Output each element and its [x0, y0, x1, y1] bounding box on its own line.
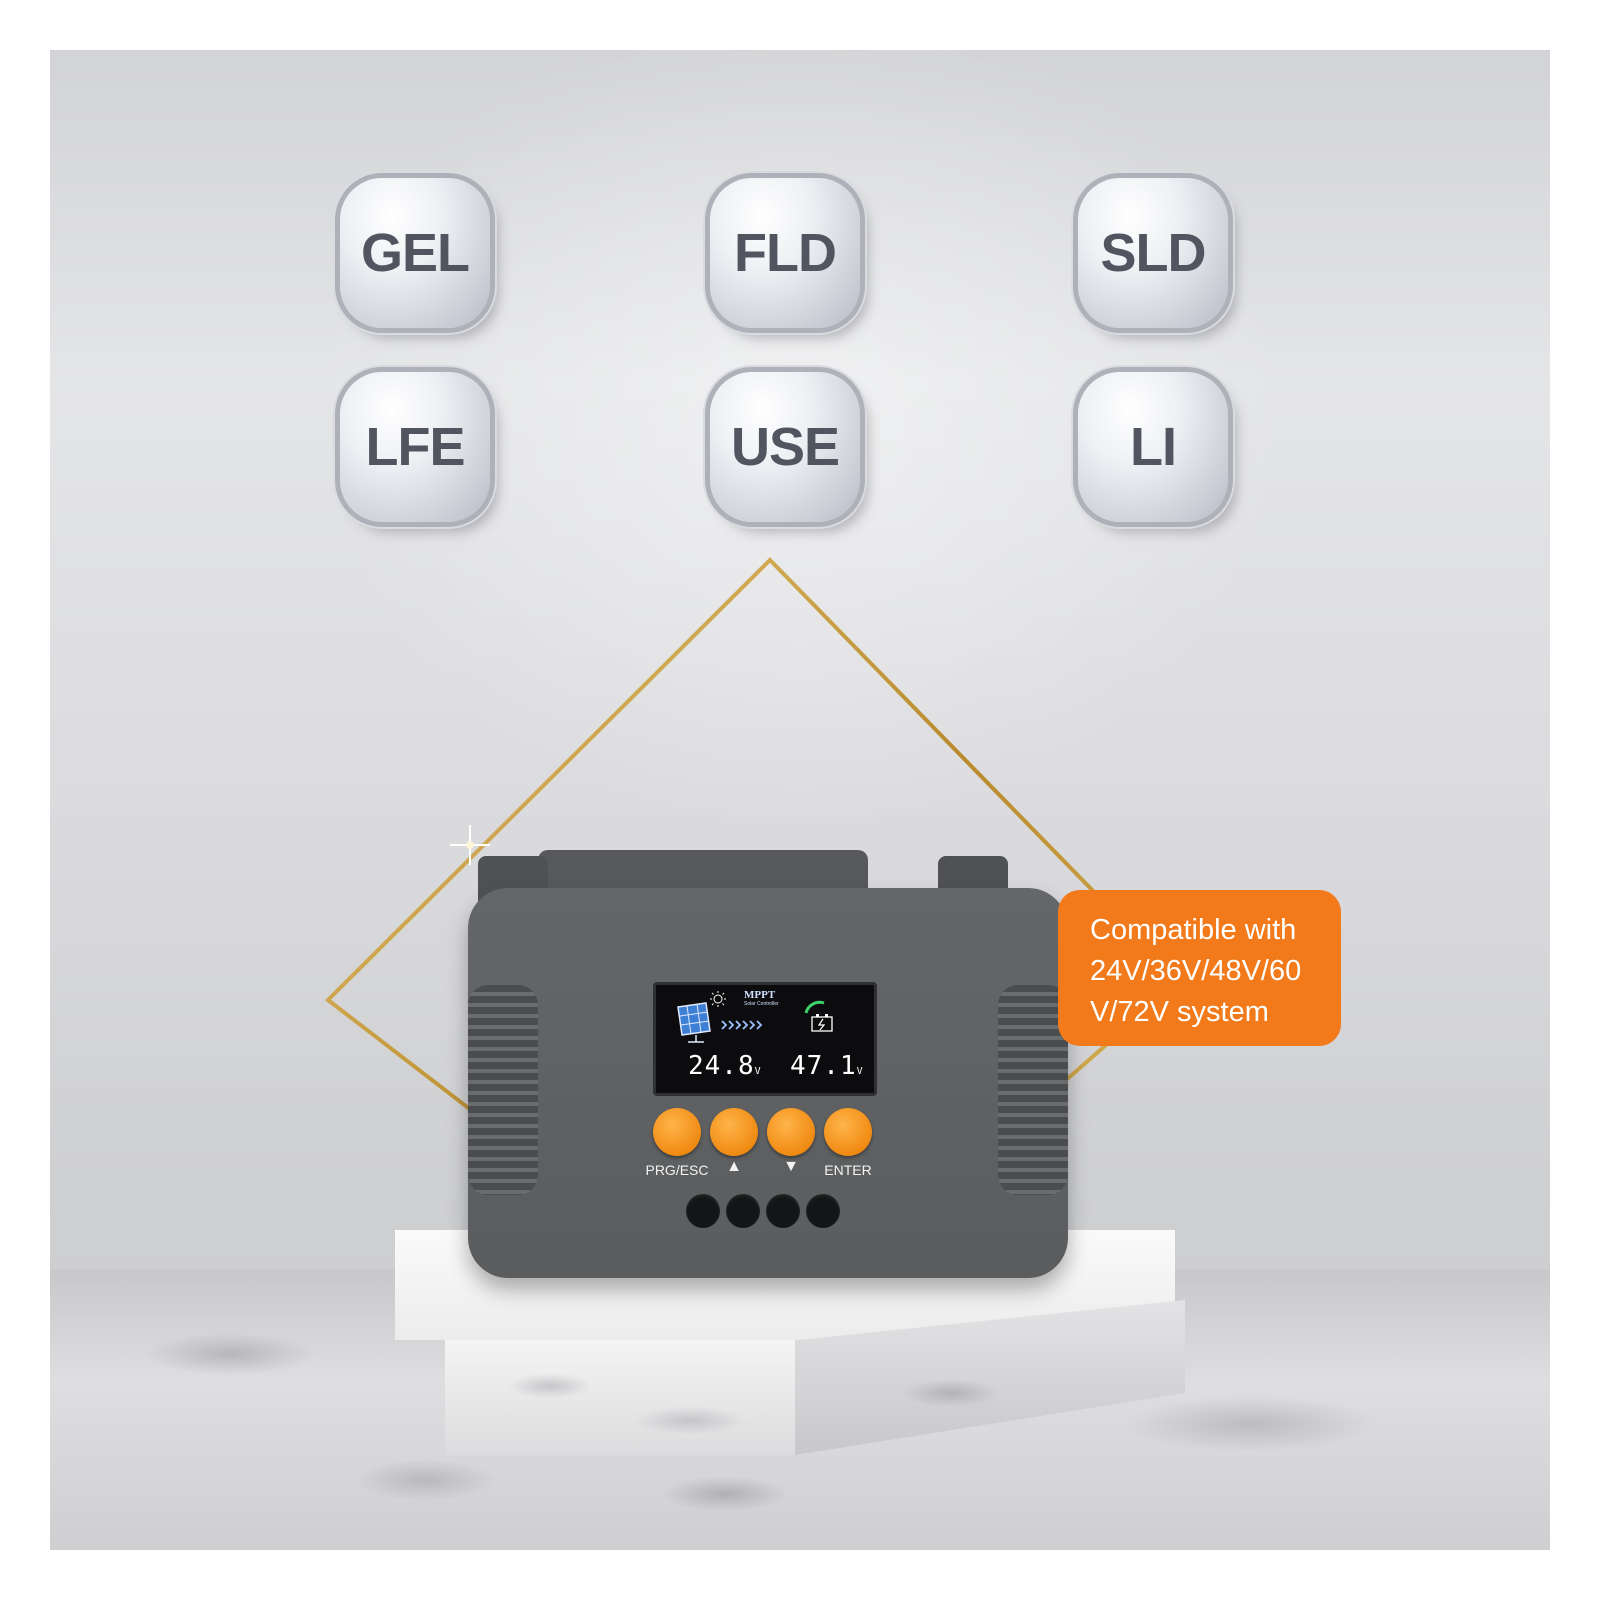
lcd-title: MPPT [744, 989, 776, 1001]
enter-label: ENTER [824, 1162, 872, 1178]
callout-line-1: Compatible with [1090, 914, 1297, 946]
up-arrow-icon: ▲ [726, 1158, 742, 1175]
battery-type-fld: FLD [710, 178, 860, 328]
lcd-screen: MPPT Solar Controller 24.8V 47.1V [653, 982, 877, 1096]
left-cooling-fins [468, 985, 538, 1195]
compatibility-callout: Compatible with 24V/36V/48V/60 V/72V sys… [1058, 890, 1341, 1046]
battery-type-use: USE [710, 372, 860, 522]
pv-voltage-readout: 24.8V [688, 1051, 762, 1081]
battery-type-sld: SLD [1078, 178, 1228, 328]
prg-esc-label: PRG/ESC [645, 1162, 709, 1178]
callout-line-2: 24V/36V/48V/60 [1090, 955, 1302, 987]
badge-label: USE [730, 417, 840, 477]
pv-voltage-value: 24.8 [688, 1051, 755, 1081]
down-arrow-icon: ▼ [783, 1158, 799, 1175]
product-scene: GEL FLD SLD LFE USE LI [50, 50, 1550, 1550]
sparkle-icon [450, 825, 490, 865]
pedestal-front [445, 1340, 795, 1455]
prg-esc-button[interactable] [653, 1108, 701, 1156]
up-button[interactable] [710, 1108, 758, 1156]
battery-type-li: LI [1078, 372, 1228, 522]
terminal-port [806, 1194, 840, 1228]
pv-voltage-unit: V [754, 1066, 762, 1077]
right-cooling-fins [998, 985, 1068, 1195]
solar-panel-icon [677, 1002, 711, 1043]
battery-charge-icon [804, 1000, 833, 1032]
terminal-port [686, 1194, 720, 1228]
sun-icon [710, 991, 726, 1007]
badge-label: GEL [360, 223, 470, 283]
enter-button[interactable] [824, 1108, 872, 1156]
down-button[interactable] [767, 1108, 815, 1156]
lcd-subtitle: Solar Controller [744, 1001, 779, 1007]
charging-chevrons-icon [721, 1020, 763, 1030]
terminal-port [726, 1194, 760, 1228]
badge-label: LI [1130, 417, 1177, 477]
battery-type-gel: GEL [340, 178, 490, 328]
battery-voltage-value: 47.1 [790, 1051, 857, 1081]
lcd-graphics [677, 991, 833, 1043]
battery-voltage-unit: V [856, 1066, 864, 1077]
battery-voltage-readout: 47.1V [790, 1051, 864, 1081]
terminal-port [766, 1194, 800, 1228]
badge-label: SLD [1100, 223, 1207, 283]
battery-type-lfe: LFE [340, 372, 490, 522]
badge-label: FLD [734, 223, 837, 283]
callout-line-3: V/72V system [1090, 996, 1269, 1028]
badge-label: LFE [365, 417, 466, 477]
